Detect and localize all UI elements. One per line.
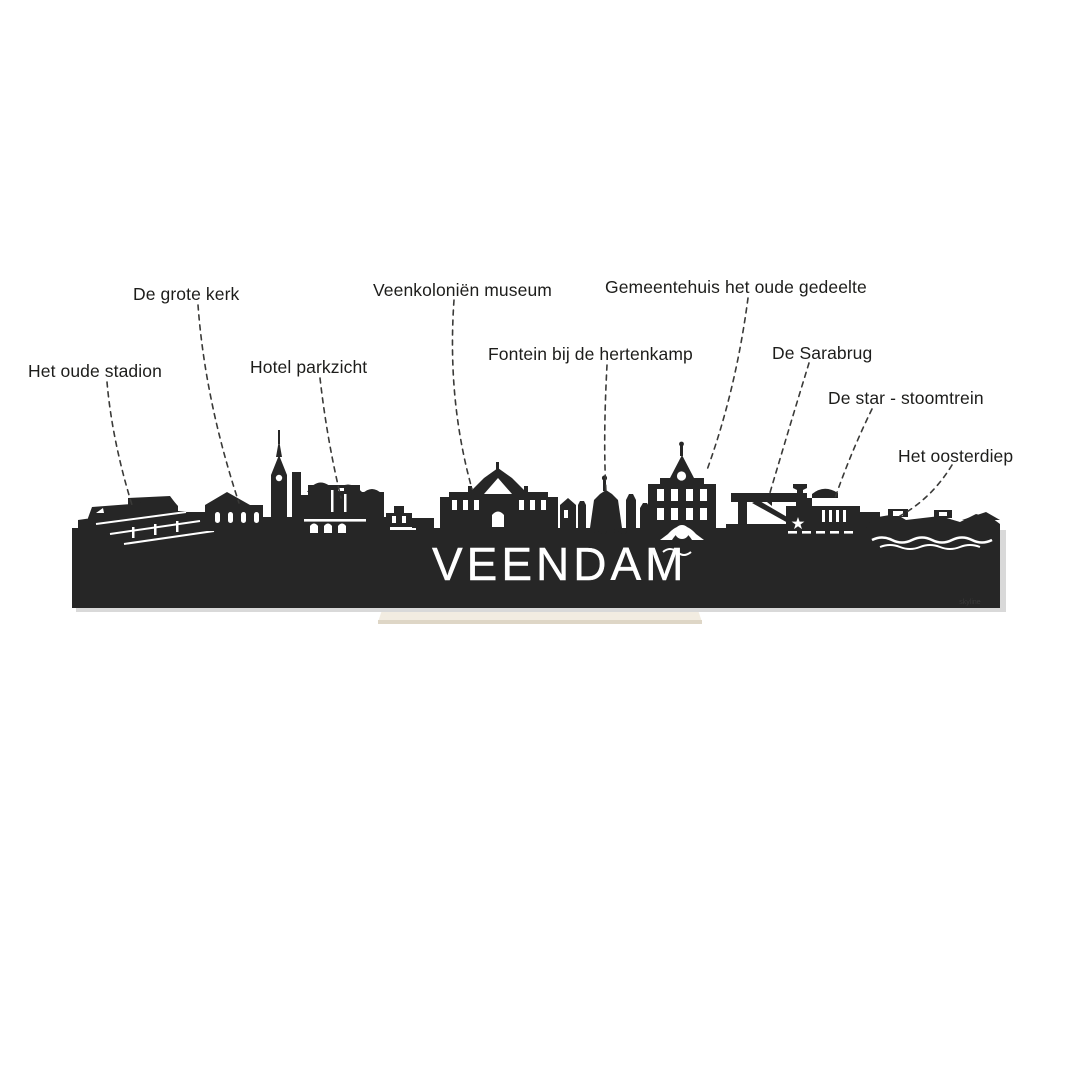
building-veenkolonien-museum [440,462,558,528]
callout-leader-lines [106,297,953,517]
leader-het-oosterdiep [899,464,953,517]
scene-het-oosterdiep [866,509,1000,550]
leader-hotel-parkzicht [319,377,342,499]
callout-label-gemeentehuis: Gemeentehuis het oude gedeelte [605,277,867,297]
callout-label-de-grote-kerk: De grote kerk [133,284,240,304]
leader-de-sarabrug [768,362,810,497]
leader-gemeentehuis [706,297,749,471]
callout-label-het-oosterdiep: Het oosterdiep [898,446,1014,466]
callout-label-de-sarabrug: De Sarabrug [772,343,873,363]
leader-de-star-stoomtrein [834,408,873,499]
skyline-silhouette-panel: VEENDAM skyline [72,430,1000,608]
callout-label-hotel-parkzicht: Hotel parkzicht [250,357,368,377]
brand-watermark: skyline [959,599,981,606]
vehicle-de-star-stoomtrein [786,484,880,534]
callout-label-het-oude-stadion: Het oude stadion [28,361,162,381]
building-de-grote-kerk [205,430,287,531]
water-ripple-detail [662,548,692,556]
leader-veenkolonien-museum [451,299,473,490]
city-name-veendam: VEENDAM [432,538,687,590]
leader-fontein-hertenkamp [603,364,608,493]
leader-de-grote-kerk [197,304,240,504]
monument-fontein-hertenkamp [560,475,650,535]
callout-label-de-star-stoomtrein: De star - stoomtrein [828,388,984,408]
leader-het-oude-stadion [106,381,133,506]
building-gemeentehuis [648,441,716,540]
callout-label-fontein-hertenkamp: Fontein bij de hertenkamp [488,344,693,364]
building-hotel-parkzicht [292,472,434,533]
callout-label-veenkolonien-museum: Veenkoloniën museum [373,280,552,300]
